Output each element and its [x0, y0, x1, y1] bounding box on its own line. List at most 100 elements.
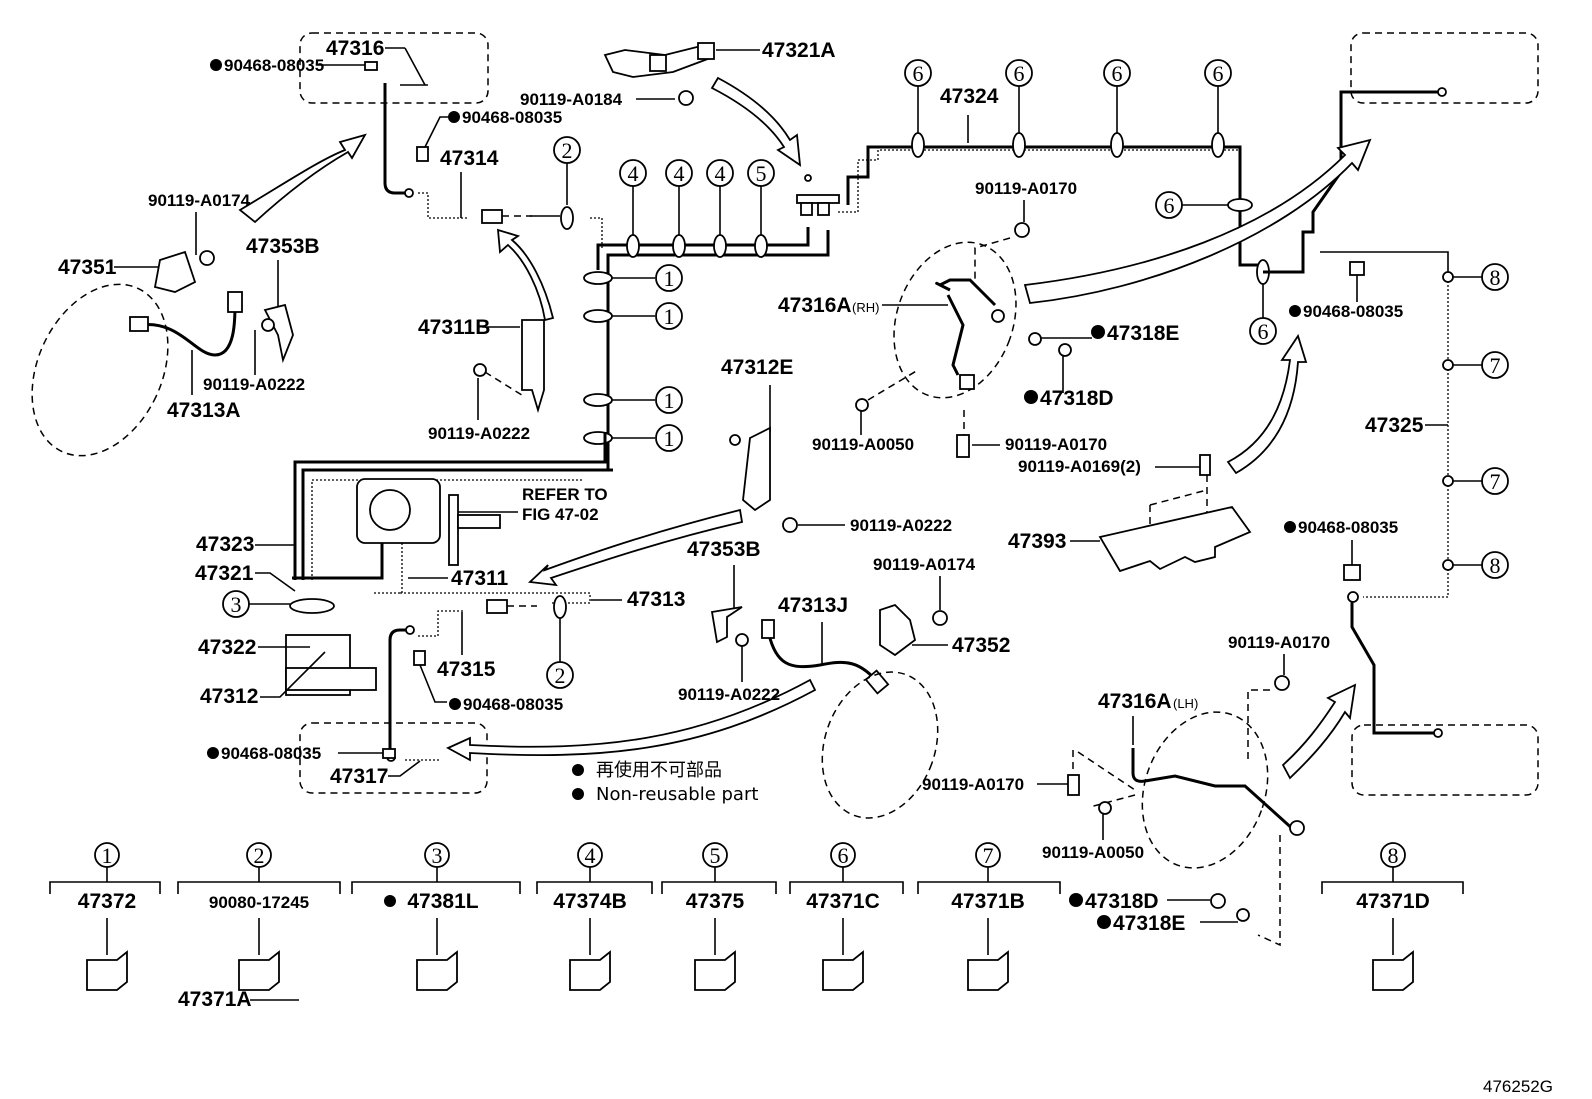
- part-label-90119-A0174[interactable]: 90119-A0174: [873, 555, 976, 574]
- callout-5[interactable]: 5: [756, 161, 767, 186]
- part-label-47312E[interactable]: 47312E: [721, 356, 793, 379]
- part-label-47371C[interactable]: 47371C: [806, 890, 880, 913]
- part-label-47325[interactable]: 47325: [1365, 414, 1424, 437]
- part-label-90119-A0222[interactable]: 90119-A0222: [850, 516, 952, 535]
- part-label-90119-A0174[interactable]: 90119-A0174: [148, 191, 251, 210]
- part-label-47316[interactable]: 47316: [326, 37, 384, 60]
- part-label-47321A[interactable]: 47321A: [762, 39, 836, 62]
- callout-6[interactable]: 6: [1258, 319, 1269, 344]
- part-label-90468-08035[interactable]: 90468-08035: [1298, 518, 1398, 537]
- callout-7[interactable]: 7: [983, 843, 994, 868]
- callout-3[interactable]: 3: [432, 843, 443, 868]
- callout-4[interactable]: 4: [674, 161, 685, 186]
- part-label-47322[interactable]: 47322: [198, 636, 256, 659]
- part-label-47313J[interactable]: 47313J: [778, 594, 848, 617]
- part-label-47375[interactable]: 47375: [686, 890, 745, 913]
- part-label-47372[interactable]: 47372: [78, 890, 136, 913]
- callout-1[interactable]: 1: [664, 304, 675, 329]
- part-label-90119-A0170[interactable]: 90119-A0170: [1005, 435, 1107, 454]
- callout-1[interactable]: 1: [102, 843, 113, 868]
- callout-4[interactable]: 4: [585, 843, 596, 868]
- callout-8[interactable]: 8: [1490, 553, 1501, 578]
- part-label-47353B[interactable]: 47353B: [246, 235, 320, 258]
- part-label-47324[interactable]: 47324: [940, 85, 999, 108]
- part-label-47318D[interactable]: 47318D: [1085, 890, 1159, 913]
- part-label-90119-A0184[interactable]: 90119-A0184: [520, 90, 623, 109]
- bolt-icon: [1058, 343, 1072, 357]
- part-label-90119-A0169[interactable]: 90119-A0169(2): [1018, 457, 1141, 476]
- part-label-47374B[interactable]: 47374B: [553, 890, 627, 913]
- callout-4[interactable]: 4: [715, 161, 726, 186]
- part-label-47351[interactable]: 47351: [58, 256, 117, 279]
- part-label-90119-A0222[interactable]: 90119-A0222: [203, 375, 305, 394]
- part-label-47321[interactable]: 47321: [195, 562, 254, 585]
- clamp-table-entry: 4 47374B: [536, 842, 653, 991]
- callout-7[interactable]: 7: [1490, 353, 1501, 378]
- part-label-90468-08035[interactable]: 90468-08035: [463, 695, 563, 714]
- part-label-47317[interactable]: 47317: [330, 765, 388, 788]
- callout-6[interactable]: 6: [913, 61, 924, 86]
- part-label-47312[interactable]: 47312: [200, 685, 258, 708]
- part-label-90119-A0222[interactable]: 90119-A0222: [428, 424, 530, 443]
- callout-6[interactable]: 6: [838, 843, 849, 868]
- part-label-47318E[interactable]: 47318E: [1107, 322, 1179, 345]
- bracket-line: [351, 867, 521, 894]
- part-label-90119-A0170[interactable]: 90119-A0170: [1228, 633, 1330, 652]
- part-label-47313[interactable]: 47313: [627, 588, 685, 611]
- part-label-47316A-rh[interactable]: 47316A: [778, 294, 852, 317]
- part-label-90119-A0050[interactable]: 90119-A0050: [812, 435, 914, 454]
- part-label-90119-A0050[interactable]: 90119-A0050: [1042, 843, 1144, 862]
- part-label-90468-08035[interactable]: 90468-08035: [224, 56, 324, 75]
- clamp-icon: [1372, 950, 1414, 991]
- callout-5[interactable]: 5: [710, 843, 721, 868]
- callout-6[interactable]: 6: [1112, 61, 1123, 86]
- lh-wheel-outline: [1141, 711, 1269, 869]
- callout-6[interactable]: 6: [1213, 61, 1224, 86]
- callout-group-4-5: 4 4 4 5: [619, 159, 775, 258]
- callout-1[interactable]: 1: [664, 388, 675, 413]
- callout-8[interactable]: 8: [1490, 265, 1501, 290]
- part-label-47314[interactable]: 47314: [440, 147, 499, 170]
- callout-2[interactable]: 2: [254, 843, 265, 868]
- part-label-47381L[interactable]: 47381L: [407, 890, 478, 913]
- direction-arrow: [527, 508, 744, 587]
- callout-1[interactable]: 1: [664, 426, 675, 451]
- part-label-47313A[interactable]: 47313A: [167, 399, 241, 422]
- part-label-90080-17245[interactable]: 90080-17245: [209, 893, 309, 912]
- part-label-47371B[interactable]: 47371B: [951, 890, 1025, 913]
- part-label-90119-A0170[interactable]: 90119-A0170: [975, 179, 1077, 198]
- callout-2[interactable]: 2: [562, 138, 573, 163]
- part-label-47371A[interactable]: 47371A: [178, 988, 252, 1011]
- part-label-47315[interactable]: 47315: [437, 658, 496, 681]
- part-label-90468-08035[interactable]: 90468-08035: [221, 744, 321, 763]
- bolt-icon: [1274, 675, 1290, 691]
- clip-icon: [413, 650, 426, 666]
- part-label-90468-08035[interactable]: 90468-08035: [462, 108, 562, 127]
- callout-group-7-8: 8 7 7 8: [1442, 263, 1509, 579]
- part-label-47323[interactable]: 47323: [196, 533, 254, 556]
- part-label-47393[interactable]: 47393: [1008, 530, 1066, 553]
- brake-tube-47321: [292, 543, 384, 580]
- part-label-47318E[interactable]: 47318E: [1113, 912, 1185, 935]
- callout-6[interactable]: 6: [1014, 61, 1025, 86]
- part-label-90119-A0170[interactable]: 90119-A0170: [922, 775, 1024, 794]
- part-label-47311[interactable]: 47311: [451, 567, 509, 590]
- callout-8[interactable]: 8: [1388, 843, 1399, 868]
- part-label-47318D[interactable]: 47318D: [1040, 387, 1114, 410]
- part-label-90119-A0222[interactable]: 90119-A0222: [678, 685, 780, 704]
- callout-2[interactable]: 2: [555, 663, 566, 688]
- callout-6[interactable]: 6: [1164, 193, 1175, 218]
- callout-4[interactable]: 4: [628, 161, 639, 186]
- brake-tube-47323: [293, 432, 607, 580]
- callout-7[interactable]: 7: [1490, 469, 1501, 494]
- part-label-47353B[interactable]: 47353B: [687, 538, 761, 561]
- leader-line: [388, 760, 421, 777]
- callout-1[interactable]: 1: [664, 266, 675, 291]
- part-label-90468-08035[interactable]: 90468-08035: [1303, 302, 1403, 321]
- callout-3[interactable]: 3: [231, 592, 242, 617]
- part-label-47316A-lh[interactable]: 47316A: [1098, 690, 1172, 713]
- brake-tube-47325: [1320, 251, 1449, 277]
- part-label-47311B[interactable]: 47311B: [418, 316, 490, 339]
- part-label-47371D[interactable]: 47371D: [1356, 890, 1430, 913]
- part-label-47352[interactable]: 47352: [952, 634, 1010, 657]
